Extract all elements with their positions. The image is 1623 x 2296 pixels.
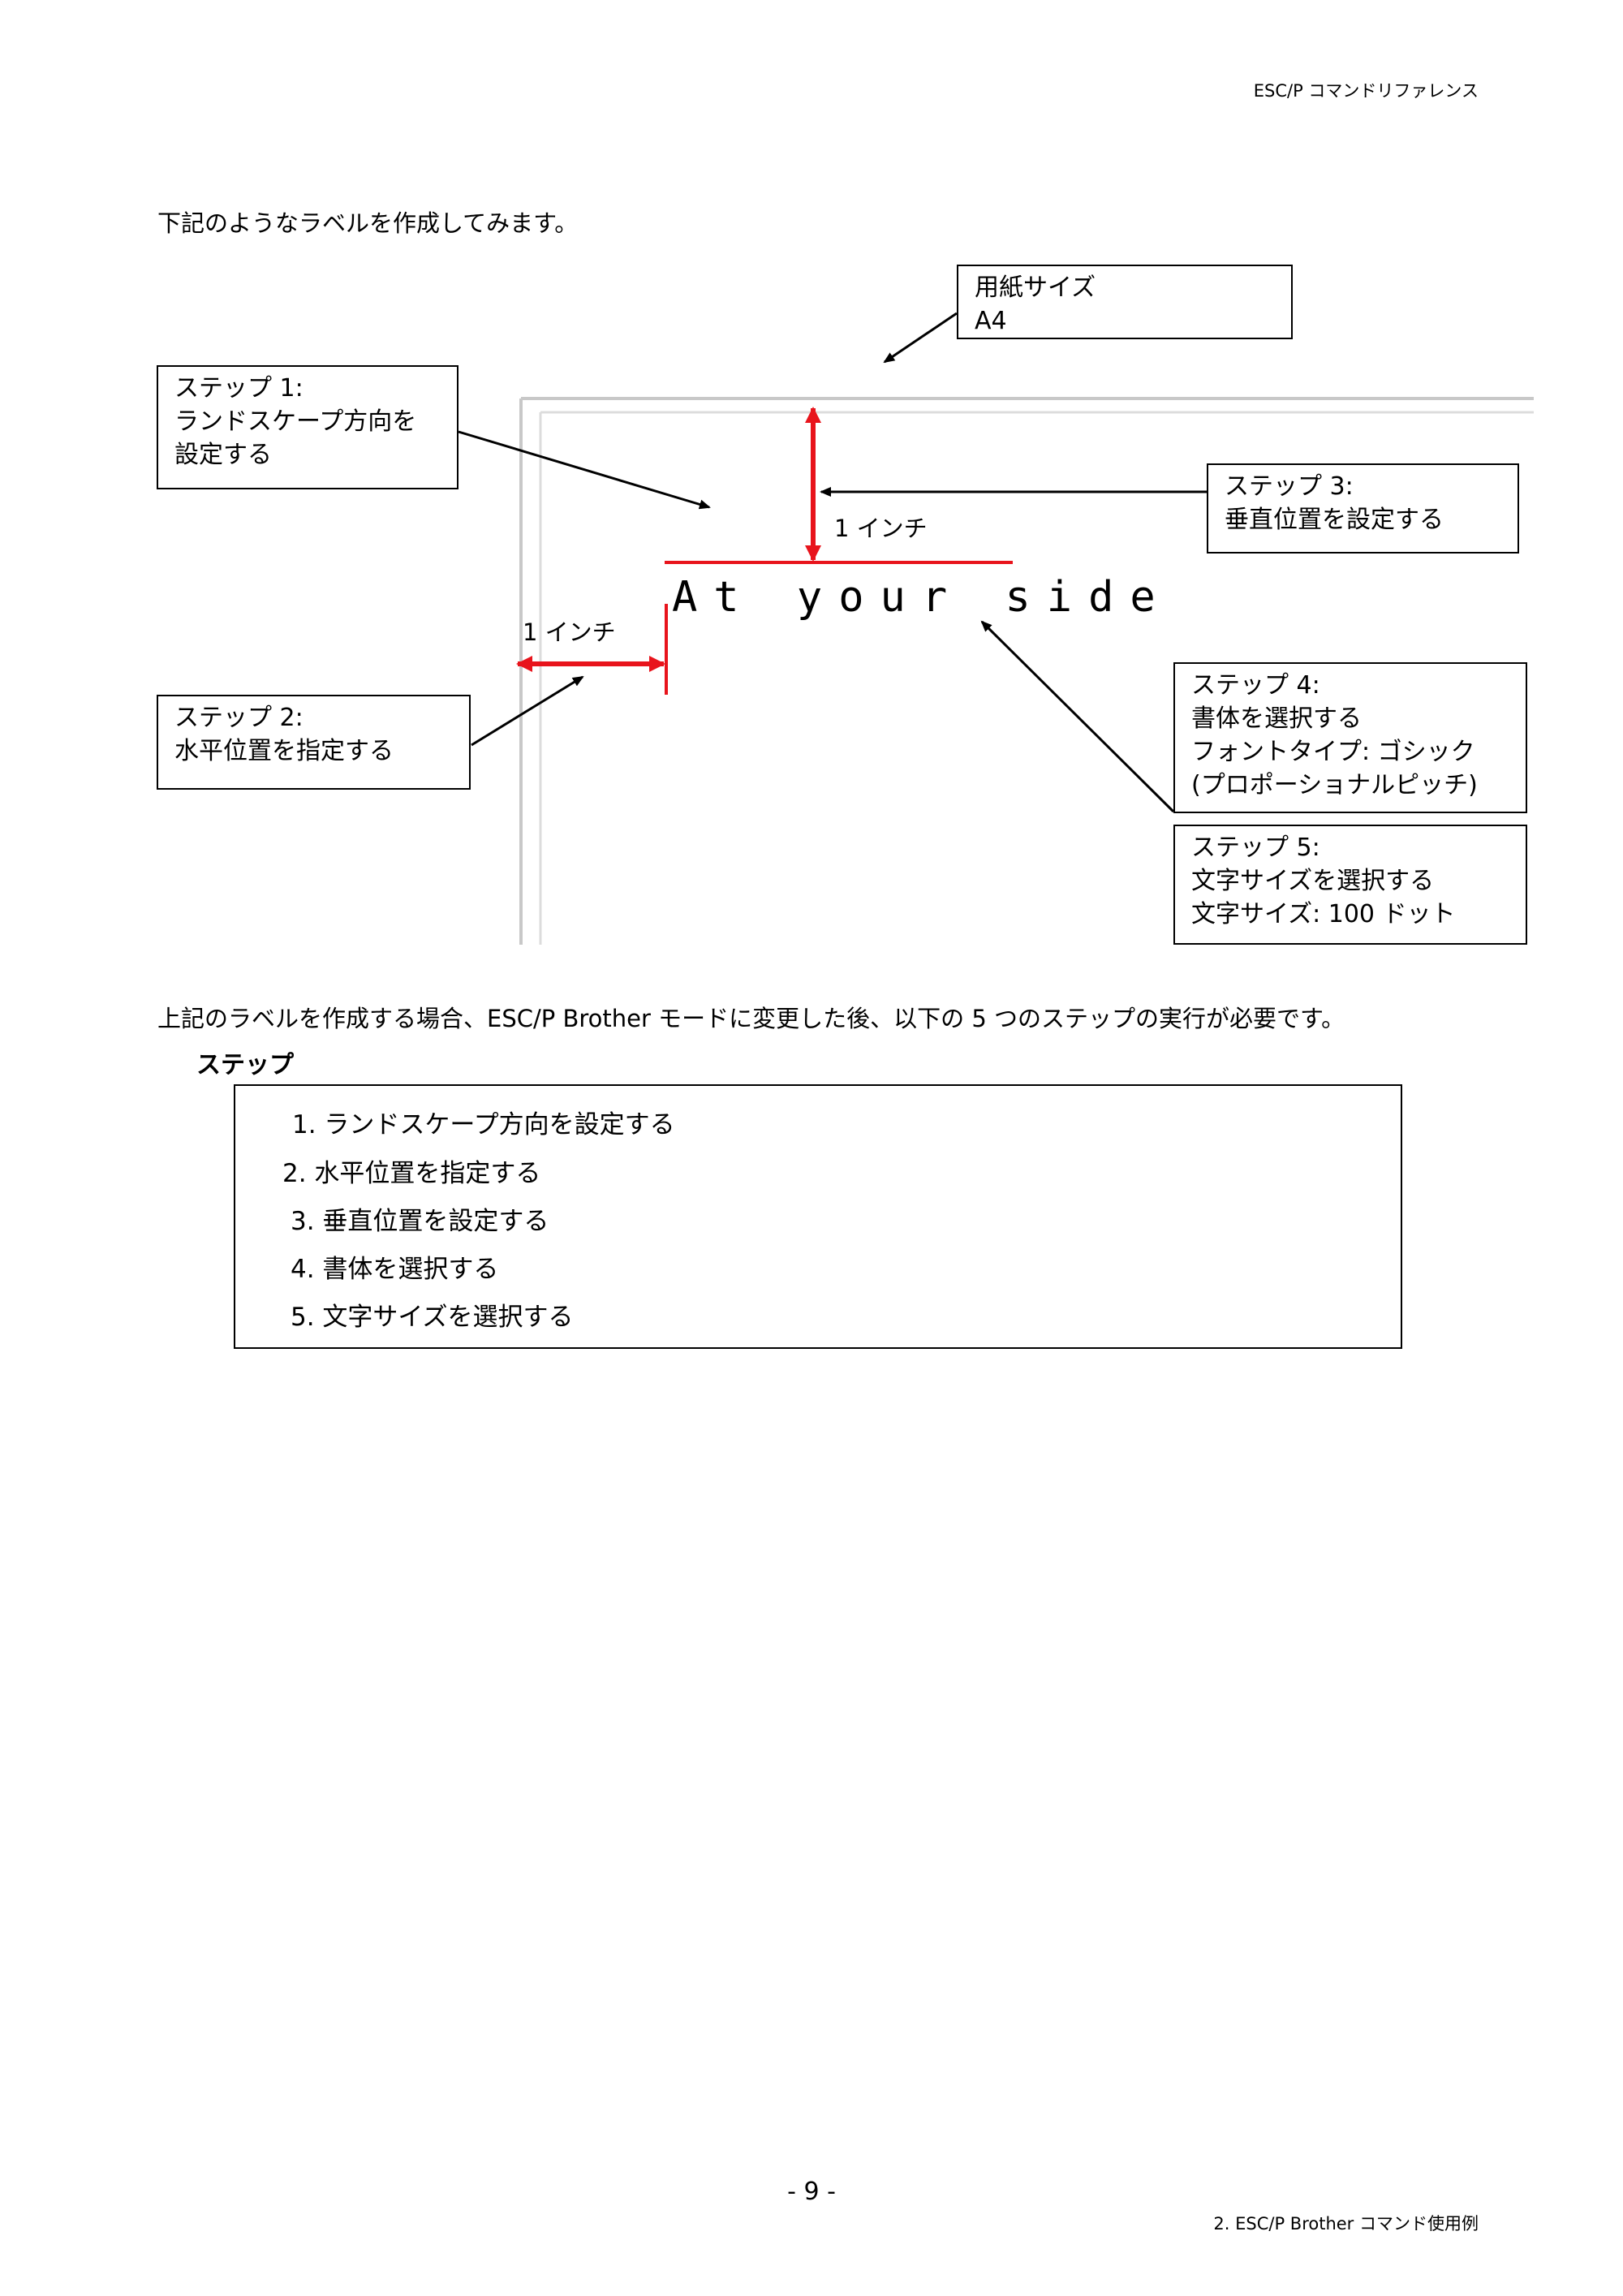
step3-title: ステップ 3: bbox=[1225, 472, 1354, 501]
step2-callout: ステップ 2: 水平位置を指定する bbox=[157, 695, 471, 790]
step3-line2: 垂直位置を設定する bbox=[1225, 506, 1444, 534]
paper-size-title: 用紙サイズ bbox=[975, 274, 1096, 302]
step1-callout: ステップ 1: ランドスケープ方向を 設定する bbox=[157, 365, 458, 489]
paper-size-arrow bbox=[883, 312, 958, 364]
paper-outline bbox=[519, 397, 1534, 945]
step3-callout: ステップ 3: 垂直位置を設定する bbox=[1207, 463, 1519, 554]
step4-line4: (プロポーショナルピッチ) bbox=[1191, 771, 1478, 799]
step5-line3: 文字サイズ: 100 ドット bbox=[1191, 900, 1456, 928]
step4-title: ステップ 4: bbox=[1191, 671, 1320, 700]
steps-list-box: 1. ランドスケープ方向を設定する 2. 水平位置を指定する 3. 垂直位置を設… bbox=[234, 1084, 1402, 1349]
horizontal-margin-label: 1 インチ bbox=[523, 618, 616, 646]
sample-label-text: At your side bbox=[672, 573, 1172, 622]
step5-callout: ステップ 5: 文字サイズを選択する 文字サイズ: 100 ドット bbox=[1173, 825, 1527, 945]
paper-size-value: A4 bbox=[975, 307, 1007, 335]
step5-title: ステップ 5: bbox=[1191, 834, 1320, 862]
list-item: 3. 垂直位置を設定する bbox=[291, 1207, 549, 1236]
label-diagram bbox=[458, 312, 1534, 945]
step2-title: ステップ 2: bbox=[174, 704, 304, 732]
step4-callout: ステップ 4: 書体を選択する フォントタイプ: ゴシック (プロポーショナルピ… bbox=[1173, 662, 1527, 813]
list-item: 4. 書体を選択する bbox=[291, 1255, 499, 1284]
step1-line3: 設定する bbox=[174, 441, 272, 469]
vertical-margin-label: 1 インチ bbox=[834, 515, 928, 542]
list-item: 1. ランドスケープ方向を設定する bbox=[292, 1110, 675, 1139]
footer-section: 2. ESC/P Brother コマンド使用例 bbox=[1213, 2214, 1479, 2234]
paper-size-callout: 用紙サイズ A4 bbox=[957, 265, 1293, 339]
page-number: - 9 - bbox=[787, 2178, 836, 2206]
step2-line2: 水平位置を指定する bbox=[174, 737, 394, 765]
step5-line2: 文字サイズを選択する bbox=[1191, 867, 1435, 895]
intro-text: 下記のようなラベルを作成してみます。 bbox=[157, 209, 579, 237]
step4-line3: フォントタイプ: ゴシック bbox=[1191, 738, 1475, 766]
step1-arrow bbox=[458, 430, 711, 510]
steps-heading: ステップ bbox=[196, 1051, 294, 1079]
list-item: 5. 文字サイズを選択する bbox=[291, 1303, 574, 1332]
header-title: ESC/P コマンドリファレンス bbox=[1253, 81, 1479, 101]
step1-line2: ランドスケープ方向を bbox=[174, 407, 417, 436]
summary-text: 上記のラベルを作成する場合、ESC/P Brother モードに変更した後、以下… bbox=[157, 1005, 1345, 1032]
step4-arrow bbox=[980, 620, 1175, 813]
step2-arrow bbox=[471, 675, 584, 747]
step4-line2: 書体を選択する bbox=[1191, 704, 1362, 733]
list-item: 2. 水平位置を指定する bbox=[282, 1159, 541, 1188]
step1-title: ステップ 1: bbox=[174, 374, 304, 403]
